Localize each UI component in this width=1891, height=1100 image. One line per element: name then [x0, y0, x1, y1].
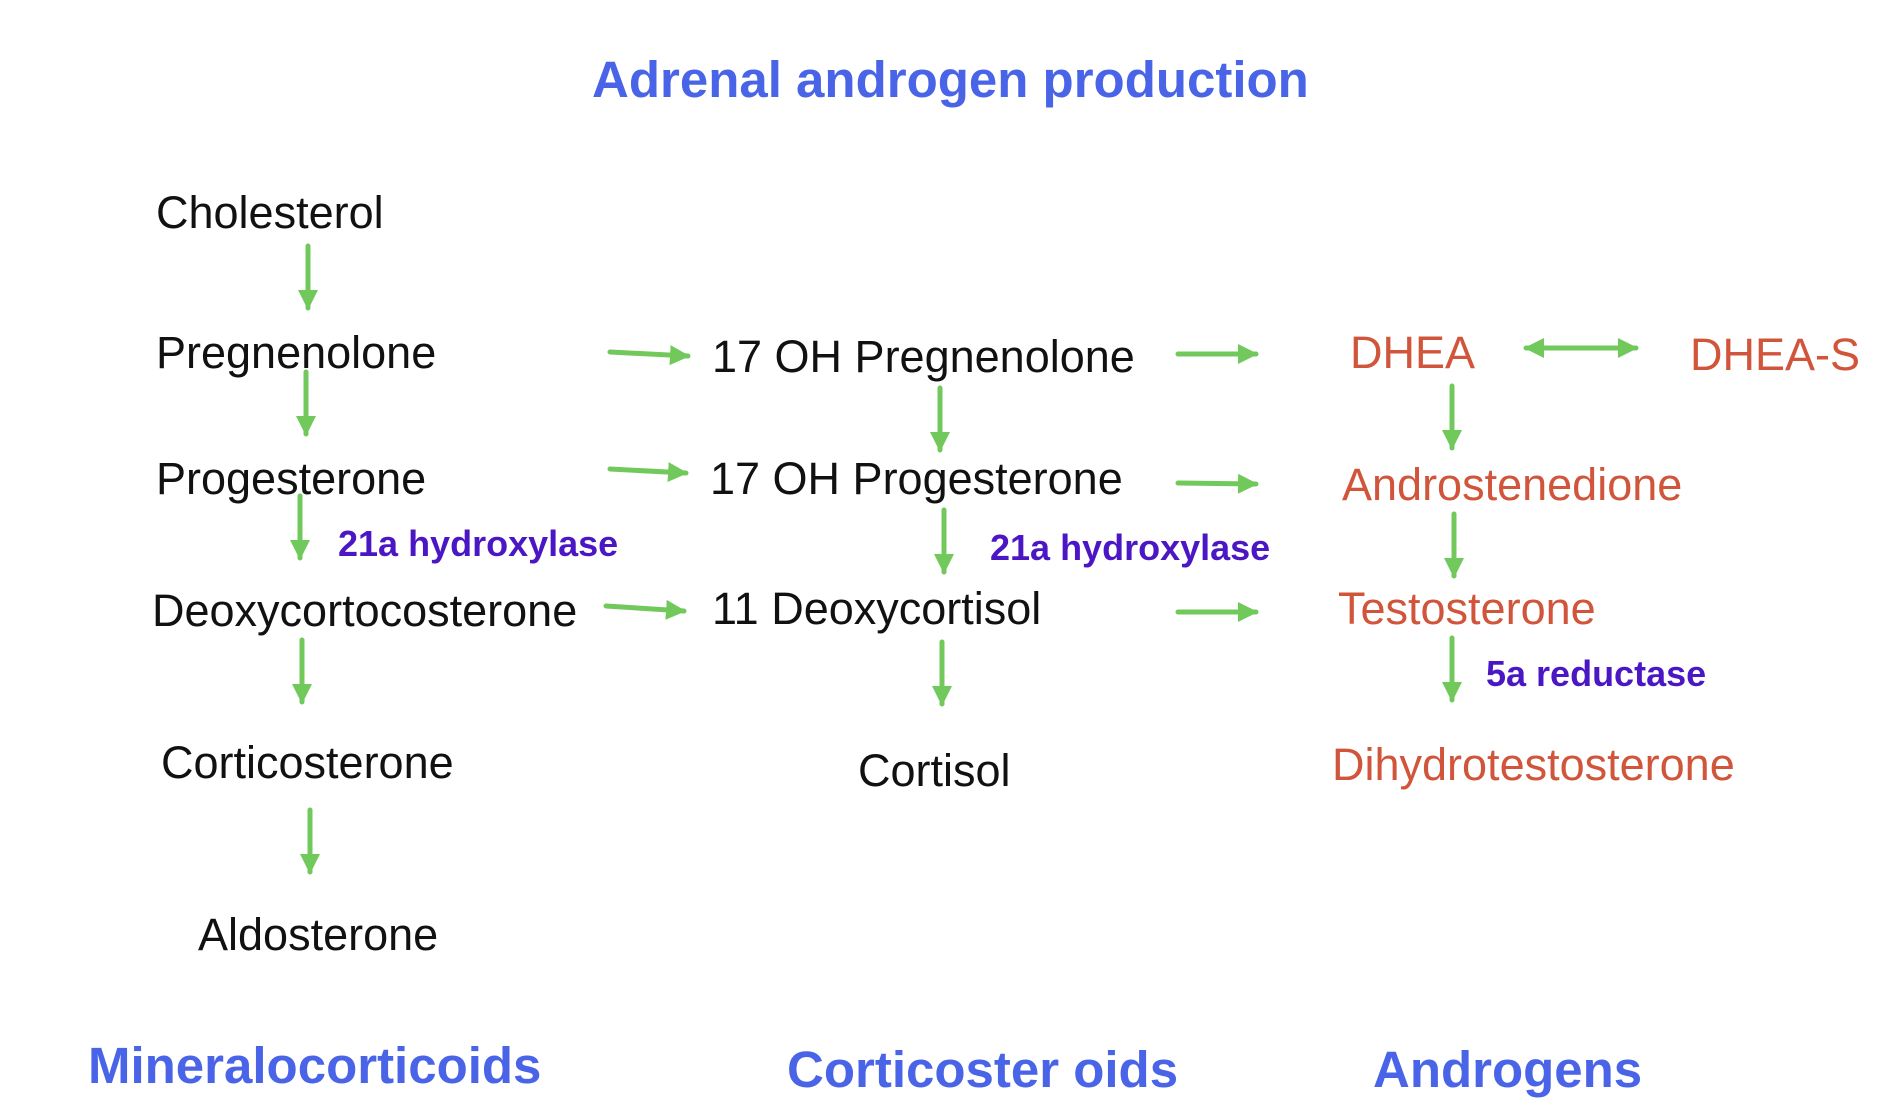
node-testosterone: Testosterone: [1338, 583, 1596, 634]
group-label-androgens: Androgens: [1373, 1041, 1643, 1098]
group-label-corticosteroids: Corticoster oids: [787, 1041, 1179, 1098]
enzyme-label-21a-hydroxylase-left: 21a hydroxylase: [338, 523, 619, 564]
node-pregnenolone: Pregnenolone: [156, 327, 437, 378]
node-17oh-pregnenolone: 17 OH Pregnenolone: [712, 331, 1135, 382]
node-dhea: DHEA: [1350, 327, 1476, 378]
node-corticosterone: Corticosterone: [161, 737, 454, 788]
node-androstenedione: Androstenedione: [1342, 459, 1683, 510]
arrow-17oh-progesterone-to-androstenedione: [1175, 473, 1259, 494]
node-dihydrotestosterone: Dihydrotestosterone: [1332, 739, 1735, 790]
node-dhea-s: DHEA-S: [1690, 329, 1861, 380]
arrow-pregnenolone-to-17oh-pregnenolone: [607, 345, 691, 366]
enzyme-label-21a-hydroxylase-middle: 21a hydroxylase: [990, 527, 1271, 568]
node-11-deoxycortisol: 11 Deoxycortisol: [712, 583, 1042, 634]
arrow-deoxycorticosterone-to-11-deoxycortisol: [603, 599, 687, 620]
diagram-title: Adrenal androgen production: [592, 51, 1309, 108]
node-cortisol: Cortisol: [858, 745, 1011, 796]
enzyme-label-5a-reductase: 5a reductase: [1486, 653, 1707, 694]
node-progesterone: Progesterone: [156, 453, 427, 504]
group-label-mineralocorticoids: Mineralocorticoids: [88, 1037, 542, 1094]
arrow-progesterone-to-17oh-progesterone: [607, 462, 689, 483]
node-aldosterone: Aldosterone: [198, 909, 439, 960]
node-cholesterol: Cholesterol: [156, 187, 384, 238]
node-17oh-progesterone: 17 OH Progesterone: [710, 453, 1123, 504]
node-deoxycorticosterone: Deoxycortocosterone: [152, 585, 578, 636]
